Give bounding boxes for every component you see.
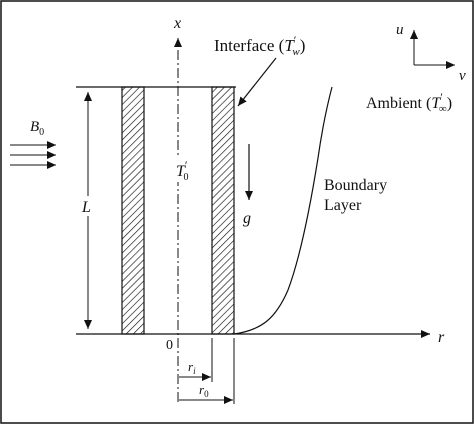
velocity-u-label: u bbox=[396, 22, 404, 38]
length-label-bg bbox=[80, 196, 96, 216]
velocity-v-label: v bbox=[459, 68, 466, 84]
ambient-label: Ambient (T′∞) bbox=[366, 90, 452, 115]
left-wall-hatched bbox=[121, 86, 145, 335]
ri-label: ri bbox=[188, 359, 196, 376]
boundary-layer-curve bbox=[233, 86, 333, 335]
interface-pointer-arrow bbox=[237, 57, 277, 107]
gravity-label: g bbox=[243, 210, 251, 227]
r0-label: r0 bbox=[199, 382, 209, 399]
origin-label: 0 bbox=[166, 338, 173, 353]
right-wall-hatched bbox=[211, 86, 235, 335]
inner-temp-label-bg bbox=[174, 158, 196, 182]
boundary-layer-label-line2: Layer bbox=[324, 197, 362, 214]
magnetic-field-label: B0 bbox=[30, 119, 44, 138]
boundary-layer-label-line1: Boundary bbox=[324, 177, 387, 194]
interface-label: Interface (T′w) bbox=[214, 33, 305, 58]
x-axis-label: x bbox=[173, 15, 181, 32]
r-axis-label: r bbox=[438, 329, 445, 346]
length-label: L bbox=[81, 199, 91, 216]
inner-temperature-label: T′0 bbox=[176, 158, 189, 183]
